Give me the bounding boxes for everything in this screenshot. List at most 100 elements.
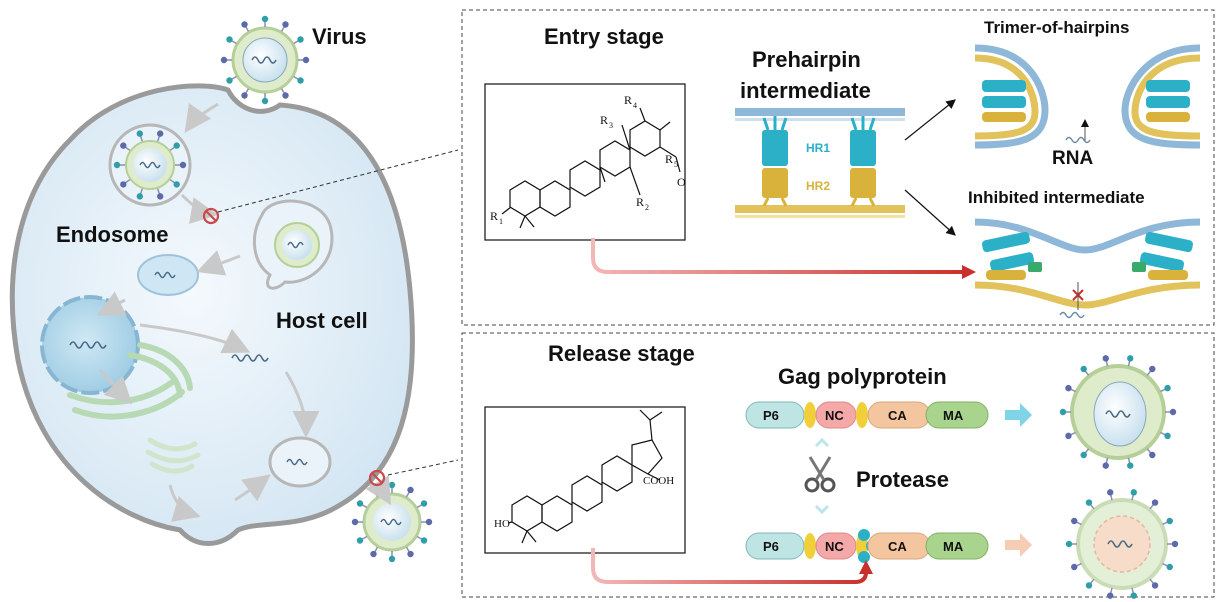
virus-spike-head (226, 36, 233, 43)
virus-spike-head (173, 142, 180, 149)
entry-stage-title: Entry stage (544, 24, 664, 49)
gag-polyprotein-label: Gag polyprotein (778, 364, 947, 389)
virus-spike-head (241, 92, 248, 99)
virus-spike-head (120, 142, 127, 149)
virus-spike-head (388, 481, 396, 489)
host-cell-label: Host cell (276, 308, 368, 333)
prehairpin-label-line1: Prehairpin (752, 47, 861, 72)
flow-arrows (96, 102, 392, 522)
r3-index: 3 (609, 121, 613, 130)
r3-substituent: R (600, 113, 608, 127)
capsid-vesicle (137, 254, 199, 296)
release-stage-title: Release stage (548, 341, 695, 366)
virus-spike-head (1169, 408, 1177, 416)
virus-spike-head (356, 537, 364, 544)
virus-spike-head (420, 500, 428, 507)
inhibition-sign-release (368, 469, 386, 487)
release-panel-border (461, 332, 1215, 598)
arrow-to-immature-virus (1005, 533, 1032, 557)
cooh-group: COOH (643, 475, 674, 487)
virus-spike-head (1164, 384, 1171, 392)
prehairpin-label-line2: intermediate (740, 78, 871, 103)
virus-spike-head (1166, 563, 1173, 571)
domain-p6-inhibited: P6 (763, 539, 779, 554)
scissors-icon (804, 456, 836, 493)
golgi (145, 437, 201, 474)
fusing-endosome (252, 199, 334, 290)
virus-spike-head (1149, 365, 1156, 373)
hr2-label: HR2 (806, 179, 830, 193)
virus-spike-head (1130, 592, 1137, 599)
r4-index: 4 (633, 101, 637, 110)
r2-substituent: R (636, 195, 644, 209)
virus-spike-head (1130, 489, 1137, 496)
trimer-label: Trimer-of-hairpins (984, 18, 1129, 37)
inhibited-label: Inhibited intermediate (968, 188, 1145, 207)
virus-spike-head (1107, 489, 1114, 496)
virus-spike-head (351, 518, 359, 526)
r1-index: 1 (499, 217, 503, 226)
virus-spike-head (1127, 355, 1134, 362)
arrow-to-inhibited (904, 189, 956, 236)
virus-spike-head (113, 161, 121, 169)
r5-index: 5 (674, 160, 678, 169)
virus-spike-head (1059, 408, 1067, 416)
r2-index: 2 (645, 203, 649, 212)
exiting-virus-spikes (351, 481, 433, 563)
virus-spike-head (282, 92, 289, 99)
trimer-of-hairpins-graphic (974, 44, 1201, 149)
cleavage-arrow-down (814, 504, 830, 515)
hr1-label: HR1 (806, 141, 830, 155)
domain-nc: NC (825, 408, 844, 423)
virus-spike-head (1080, 451, 1087, 459)
virus-spike-head (1151, 499, 1159, 506)
virus-spike-head (136, 130, 144, 137)
leader-line-entry (217, 149, 459, 213)
domain-p6: P6 (763, 408, 779, 423)
gag-polyprotein-inhibited: P6 NC CA MA (745, 529, 989, 563)
virus-spike-head (407, 486, 414, 494)
mature-virus (1070, 364, 1166, 460)
protease-label: Protease (856, 467, 949, 492)
endosome-label: Endosome (56, 222, 168, 247)
r5-substituent: R (665, 152, 673, 166)
virus-spike-head (179, 161, 187, 169)
host-cell-panel: Virus Endosome Host cell (9, 15, 459, 563)
virus-spike-head (1071, 563, 1078, 571)
inhibition-sign-entry (202, 207, 220, 225)
domain-ma-inhibited: MA (943, 539, 964, 554)
virus-spike-head (1171, 540, 1179, 548)
virus-spike-head (156, 193, 164, 200)
ho-group: HO (494, 518, 510, 530)
virus-spike-head (1065, 384, 1072, 392)
virus-spike-head (297, 77, 304, 84)
virus-spike-head (297, 36, 304, 43)
r4-substituent: R (624, 93, 632, 107)
cleavage-arrow-up (814, 437, 830, 448)
viral-membrane (735, 108, 905, 121)
virus-spike-head (1085, 582, 1093, 589)
virus-spike-head (1164, 432, 1171, 440)
entry-inhibitor-arrow (591, 238, 966, 274)
virus-spike-head (420, 537, 428, 544)
virus-spike-head (173, 181, 180, 188)
betulinic-acid-structure: COOH HO (484, 406, 686, 554)
virus-spike-head (120, 181, 127, 188)
virus-spike-head (1065, 432, 1072, 440)
virus-spike-head (1127, 462, 1134, 469)
host-membrane (735, 205, 905, 218)
virus-exiting (362, 492, 422, 552)
entry-panel-border (461, 9, 1215, 326)
virus-spike-head (136, 193, 144, 200)
inhibited-intermediate-graphic (974, 218, 1201, 319)
fusion-protein-right (850, 116, 876, 207)
leader-line-release (387, 459, 459, 476)
virus-spike-head (1102, 355, 1109, 362)
fusion-protein-left (762, 116, 788, 207)
virus-spike-head (241, 21, 248, 28)
virus-spike-head (226, 77, 233, 84)
release-inhibitor-arrowhead (859, 560, 873, 574)
virus-spike-head (282, 21, 289, 28)
virus-spike-head (1080, 365, 1087, 373)
virus-spike-head (302, 56, 310, 64)
